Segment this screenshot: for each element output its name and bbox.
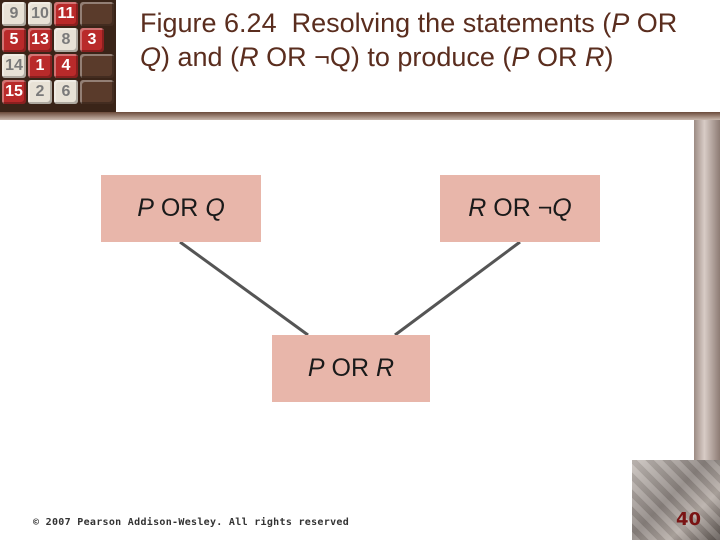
clause-r-or-not-q: R OR ¬Q bbox=[440, 175, 600, 242]
top-rail bbox=[0, 112, 720, 120]
logo-tile: 4 bbox=[54, 54, 78, 78]
logo-tile: 15 bbox=[2, 80, 26, 104]
page-number: 40 bbox=[676, 509, 702, 530]
logo-tile: 14 bbox=[2, 54, 26, 78]
clause-op: OR bbox=[324, 354, 377, 382]
title-var: R bbox=[239, 42, 259, 72]
title-var: P bbox=[511, 42, 530, 72]
logo-tile: 9 bbox=[2, 2, 26, 26]
logo-tile-blank bbox=[80, 2, 114, 26]
title-text-part: ) bbox=[604, 42, 614, 72]
diagram-edges bbox=[179, 240, 521, 337]
title-text-part: OR bbox=[529, 42, 585, 72]
copyright-footer: © 2007 Pearson Addison-Wesley. All right… bbox=[33, 517, 350, 528]
edge-right-to-result bbox=[394, 240, 521, 337]
clause-var: P bbox=[307, 354, 325, 382]
logo-tile: 8 bbox=[54, 28, 78, 52]
corner-decoration bbox=[632, 460, 720, 540]
right-rail bbox=[694, 120, 720, 460]
title-var: Q bbox=[140, 42, 162, 72]
logo-tile: 1 bbox=[28, 54, 52, 78]
puzzle-logo: 9 10 11 5 13 8 3 14 1 4 15 2 6 bbox=[0, 0, 116, 112]
logo-tile: 13 bbox=[28, 28, 52, 52]
title-text-part: OR bbox=[629, 8, 678, 38]
clause-op: OR ¬ bbox=[486, 194, 553, 222]
logo-tile: 6 bbox=[54, 80, 78, 104]
clause-var: P bbox=[137, 194, 154, 222]
slide-title: Figure 6.24 Resolving the statements (P … bbox=[140, 6, 710, 74]
logo-tile: 11 bbox=[54, 2, 78, 26]
title-text-part: OR ¬Q) to produce ( bbox=[258, 42, 512, 72]
clause-var: Q bbox=[552, 194, 572, 222]
clause-var: R bbox=[468, 194, 487, 222]
logo-tile: 5 bbox=[2, 28, 26, 52]
title-var: R bbox=[584, 42, 605, 72]
logo-tile: 2 bbox=[28, 80, 52, 104]
title-text-part: Resolving the statements ( bbox=[291, 8, 612, 38]
clause-var: R bbox=[376, 354, 395, 382]
title-text-part: ) and ( bbox=[161, 42, 240, 72]
logo-tile: 10 bbox=[28, 2, 52, 26]
logo-tile: 3 bbox=[80, 28, 104, 52]
edge-left-to-result bbox=[179, 240, 309, 337]
title-var: P bbox=[611, 8, 630, 38]
clause-p-or-q: P OR Q bbox=[101, 175, 261, 242]
figure-label: Figure 6.24 bbox=[140, 8, 277, 38]
resolution-diagram: P OR Q R OR ¬Q P OR R bbox=[0, 120, 694, 520]
clause-op: OR bbox=[153, 194, 206, 222]
clause-var: Q bbox=[205, 194, 225, 222]
logo-tile-blank bbox=[80, 80, 114, 104]
logo-tile-blank bbox=[80, 54, 114, 78]
clause-p-or-r: P OR R bbox=[272, 335, 430, 402]
